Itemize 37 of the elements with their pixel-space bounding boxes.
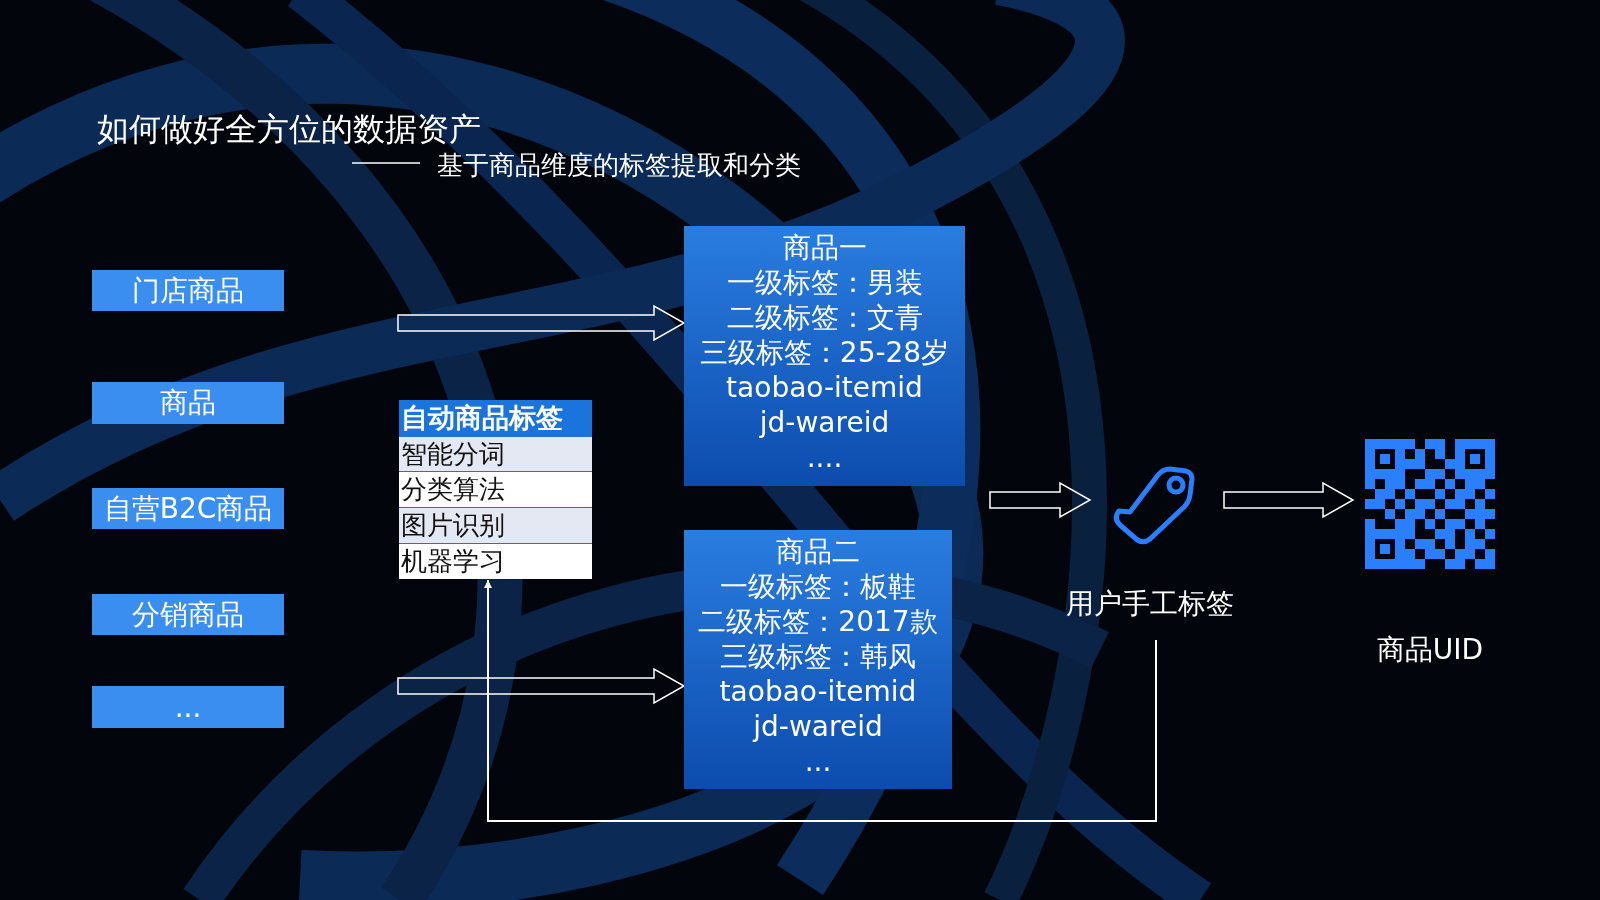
table-row: 智能分词 [399,436,592,472]
tag-table [399,400,592,579]
category-box: 商品 [92,382,284,424]
table-header: 自动商品标签 [400,401,564,435]
card-text: 三级标签：25-28岁 [698,335,951,370]
subtitle: 基于商品维度的标签提取和分类 [437,149,801,182]
block-arrow [397,304,686,342]
category-box: 自营B2C商品 [92,488,284,529]
product-card [684,226,965,486]
block-arrow [1223,481,1355,519]
card-text: jd-wareid [758,405,891,440]
table-row: 分类算法 [399,471,592,507]
slide-title: 如何做好全方位的数据资产 [97,109,481,150]
card-text: 二级标签：文青 [725,300,924,335]
card-text: 三级标签：韩风 [719,639,917,674]
card-text: .... [805,440,844,475]
icon-caption: 商品UID [1376,632,1484,668]
block-arrow [989,481,1092,519]
card-text: taobao-itemid [718,674,918,709]
card-text: ... [803,744,833,779]
category-box: ... [92,686,284,728]
table-row: 图片识别 [399,507,592,543]
card-text: 一级标签：男装 [725,265,924,300]
feedback-arrow [484,579,1157,822]
table-row: 机器学习 [399,543,592,579]
card-text: 商品二 [775,534,861,569]
card-text: 一级标签：板鞋 [719,569,917,604]
product-card [684,530,952,789]
card-text: 商品一 [781,230,868,265]
category-box: 门店商品 [92,270,284,311]
category-box: 分销商品 [92,594,284,635]
card-text: taobao-itemid [725,370,924,405]
icon-caption: 用户手工标签 [1066,586,1234,622]
qr-code-icon [1365,439,1495,569]
block-arrow [397,667,686,705]
card-text: jd-wareid [751,709,884,744]
card-text: 二级标签：2017款 [697,604,939,639]
